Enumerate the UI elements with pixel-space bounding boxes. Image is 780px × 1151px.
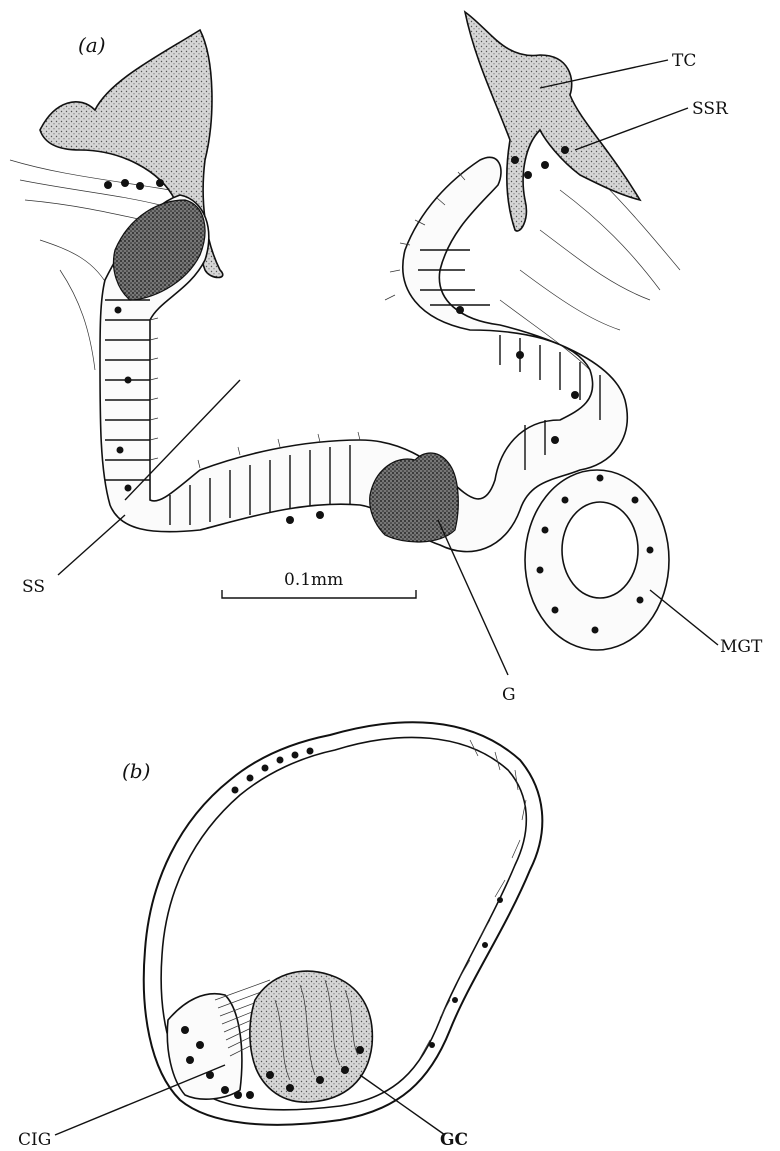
gc-gland-cluster [250,971,373,1102]
leader-ss [58,515,125,575]
label-g: G [502,685,516,705]
leader-mgt [650,590,718,645]
panel-b-label: (b) [122,759,150,783]
leader-cig [55,1065,225,1135]
panel-b: (b) CIG GC [18,722,542,1150]
leader-gc [360,1075,445,1135]
cuticular-pad-left [113,200,205,300]
panel-a: (a) [10,12,763,705]
leader-ssr [575,108,688,150]
panel-a-label: (a) [78,33,106,57]
label-ssr: SSR [692,99,729,119]
tectal-cuticle-right [465,12,640,231]
label-gc: GC [440,1130,468,1150]
scale-bar: 0.1mm [222,570,416,598]
mgt-tubule-inner [562,502,638,598]
scale-bar-label: 0.1mm [284,570,343,590]
label-ss: SS [22,577,45,597]
label-tc: TC [672,51,696,71]
label-cig: CIG [18,1130,51,1150]
label-mgt: MGT [720,637,763,657]
